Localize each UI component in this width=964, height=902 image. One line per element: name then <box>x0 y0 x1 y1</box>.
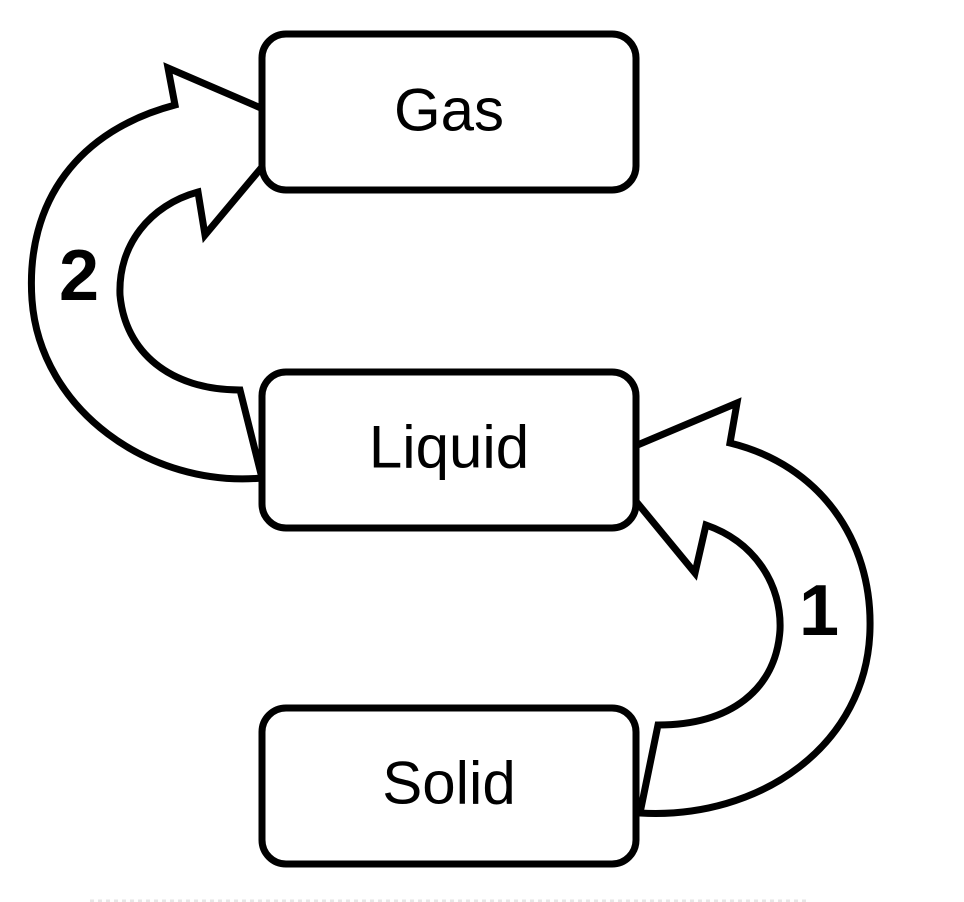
state-box-gas <box>258 30 640 194</box>
state-label-gas: Gas <box>394 77 504 144</box>
state-label-solid: Solid <box>382 750 515 817</box>
transition-number-2: 2 <box>59 236 99 316</box>
state-box-liquid <box>258 368 640 532</box>
transition-number-1: 1 <box>799 571 839 651</box>
transition-arrow-1 <box>596 397 874 817</box>
transition-arrow-2 <box>27 62 304 483</box>
state-box-solid <box>258 704 640 868</box>
state-label-liquid: Liquid <box>369 414 529 481</box>
